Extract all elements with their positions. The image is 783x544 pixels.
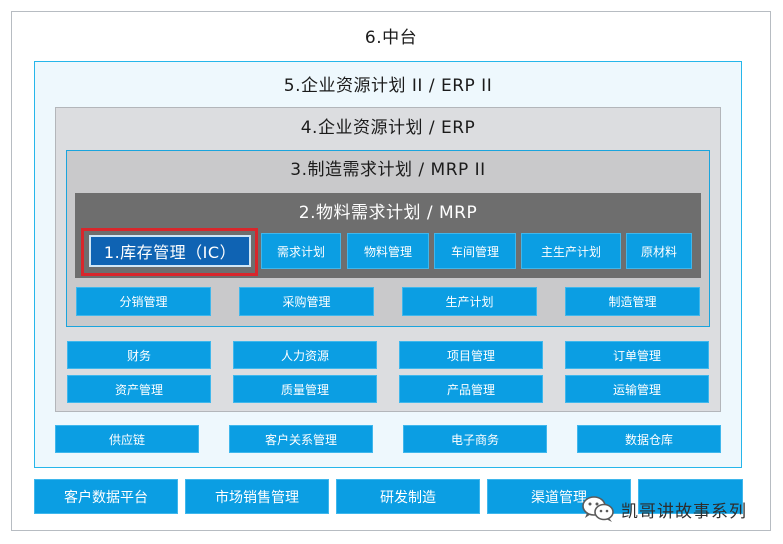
mrp-module-demand-plan: 需求计划	[261, 233, 341, 269]
mrp2-module-production-plan: 生产计划	[402, 287, 537, 316]
mrp2-module-distribution: 分销管理	[76, 287, 211, 316]
layer-4-title: 4.企业资源计划 / ERP	[300, 118, 476, 138]
erp2-module-crm: 客户关系管理	[229, 425, 373, 453]
watermark: 凯哥讲故事系列	[581, 490, 777, 528]
erp-module-project: 项目管理	[399, 341, 543, 369]
erp-module-product: 产品管理	[399, 375, 543, 403]
mrp-module-material-mgmt: 物料管理	[347, 233, 429, 269]
middle-module-blank	[638, 479, 743, 514]
layer-2-title: 2.物料需求计划 / MRP	[298, 203, 478, 223]
ic-module: 1.库存管理（IC）	[89, 235, 251, 267]
erp-module-order: 订单管理	[565, 341, 709, 369]
layer-5-title: 5.企业资源计划 II / ERP II	[283, 76, 493, 96]
erp2-module-ecommerce: 电子商务	[403, 425, 547, 453]
erp2-module-data-warehouse: 数据仓库	[577, 425, 721, 453]
middle-module-rd-manufacturing: 研发制造	[336, 479, 480, 514]
mrp-module-workshop-mgmt: 车间管理	[434, 233, 516, 269]
wechat-icon	[581, 494, 615, 524]
layer-6-title: 6.中台	[364, 28, 418, 48]
watermark-text: 凯哥讲故事系列	[621, 501, 747, 522]
middle-module-cdp: 客户数据平台	[34, 479, 178, 514]
erp-module-asset: 资产管理	[67, 375, 211, 403]
layer-3-title: 3.制造需求计划 / MRP II	[290, 160, 486, 180]
erp-module-quality: 质量管理	[233, 375, 377, 403]
erp-module-finance: 财务	[67, 341, 211, 369]
mrp2-module-purchasing: 采购管理	[239, 287, 374, 316]
mrp2-module-manufacturing: 制造管理	[565, 287, 700, 316]
ic-highlight-outline	[81, 228, 258, 276]
mrp-module-raw-materials: 原材料	[626, 233, 692, 269]
erp-module-hr: 人力资源	[233, 341, 377, 369]
mrp-module-master-production: 主生产计划	[521, 233, 621, 269]
erp2-module-supply-chain: 供应链	[55, 425, 199, 453]
middle-module-marketing-sales: 市场销售管理	[185, 479, 329, 514]
erp-module-transport: 运输管理	[565, 375, 709, 403]
